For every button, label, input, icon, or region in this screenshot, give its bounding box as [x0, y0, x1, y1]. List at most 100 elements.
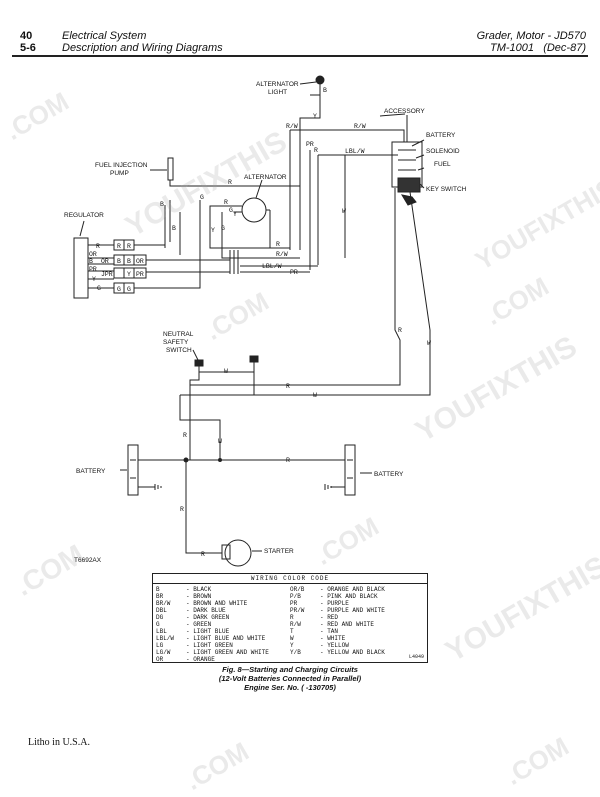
legend-color-name: - ORANGE — [186, 656, 215, 663]
key-switch-leader — [419, 183, 425, 189]
legend-code: PR/W — [290, 607, 305, 614]
manual-date: (Dec-87) — [543, 42, 586, 54]
wire-r-starter — [185, 460, 222, 554]
legend-color-name: - RED AND WHITE — [320, 621, 375, 628]
legend-row: Y/B- YELLOW AND BLACK — [290, 649, 424, 656]
section-subtitle: Description and Wiring Diagrams — [62, 42, 223, 54]
wire-term-g — [134, 262, 201, 289]
legend-color-name: - RED — [320, 614, 339, 621]
wire-label: R — [398, 327, 402, 334]
figure-caption: Fig. 8—Starting and Charging Circuits (1… — [140, 665, 440, 692]
legend-color-name: - GREEN — [186, 621, 212, 628]
wire-label: R — [96, 243, 100, 250]
wire-label: R/W — [276, 251, 288, 258]
legend-color-name: - DARK BLUE — [186, 607, 226, 614]
wire-label: Y — [127, 271, 131, 278]
wire-label: R — [286, 457, 290, 464]
key-switch-symbol — [391, 141, 423, 206]
page-number: 40 — [20, 30, 33, 42]
legend-row: DBL- DARK BLUE — [156, 607, 290, 614]
legend-code: R — [290, 614, 294, 621]
wire-label: Y — [233, 211, 237, 218]
legend-row: P/B- PINK AND BLACK — [290, 593, 424, 600]
legend-row: LBL/W - LIGHT BLUE AND WHITE — [156, 635, 290, 642]
footer-text: Litho in U.S.A. — [28, 737, 90, 748]
wire-label: R/W — [354, 123, 366, 130]
legend-code: OR — [156, 656, 164, 663]
caption-line-2: (12-Volt Batteries Connected in Parallel… — [218, 674, 362, 683]
manual-id: TM-1001 (Dec-87) — [490, 42, 586, 55]
legend-color-name: - BLACK — [186, 586, 212, 593]
legend-row: BR- BROWN — [156, 593, 290, 600]
wire-label: G — [97, 285, 101, 292]
legend-row: Y- YELLOW — [290, 642, 424, 649]
legend-color-name: - LIGHT GREEN AND WHITE — [186, 649, 269, 656]
junction-dot-2 — [218, 458, 222, 462]
label-alternator: ALTERNATOR — [244, 174, 287, 181]
wire-label: W — [224, 368, 228, 375]
legend-color-name: - BROWN AND WHITE — [186, 600, 248, 607]
legend-code: T — [290, 628, 294, 635]
wiring-diagram: ALTERNATOR LIGHT ACCESSORY BATTERY SOLEN… — [64, 75, 467, 567]
wire-label: R — [180, 506, 184, 513]
wire-label: G — [117, 286, 121, 293]
wire-label: W — [218, 438, 222, 445]
wire-label: W — [313, 392, 317, 399]
wire-label: R — [201, 551, 205, 558]
wire-label: Y — [313, 113, 317, 120]
legend-color-name: - ORANGE AND BLACK — [320, 586, 385, 593]
wire-label: LBL/W — [262, 263, 282, 270]
wire-label: OR — [136, 258, 144, 265]
battery-left-symbol — [127, 444, 162, 496]
legend-color-name: - DARK GREEN — [186, 614, 230, 621]
solenoid-leader — [415, 154, 425, 159]
wire-label: R — [224, 199, 228, 206]
label-alternator-light: ALTERNATOR — [256, 81, 299, 88]
legend-row: G- GREEN — [156, 621, 290, 628]
machine-title: Grader, Motor - JD570 — [476, 30, 586, 42]
wire-label: Y — [211, 227, 215, 234]
label-starter: STARTER — [264, 548, 294, 555]
starter-symbol — [221, 539, 252, 567]
legend-code: LG — [156, 642, 164, 649]
section-title: Electrical System — [62, 30, 147, 42]
legend-code: LBL — [156, 628, 167, 635]
label-figure-code: T6692AX — [74, 557, 102, 564]
wire-label: R — [183, 432, 187, 439]
wire-label: G — [200, 194, 204, 201]
label-battery-top: BATTERY — [426, 132, 456, 139]
wire-rw-top — [290, 129, 405, 142]
wire-label: W — [342, 208, 346, 215]
label-regulator: REGULATOR — [64, 212, 104, 219]
manual-number: TM-1001 — [490, 42, 535, 54]
wire-r-fuel — [169, 180, 300, 187]
label-key-switch: KEY SWITCH — [426, 186, 467, 193]
legend-code: BR/W — [156, 600, 171, 607]
legend-code: LG/W — [156, 649, 171, 656]
legend-color-name: - YELLOW — [320, 642, 349, 649]
caption-line-3: Engine Ser. No. ( -130705) — [244, 683, 336, 692]
legend-row: PR - PURPLE — [290, 600, 424, 607]
legend-code: PR — [290, 600, 298, 607]
legend-color-name: - PINK AND BLACK — [320, 593, 378, 600]
legend-code: LBL/W — [156, 635, 175, 642]
legend-color-name: - PURPLE — [320, 600, 349, 607]
alternator-light-symbol — [310, 75, 325, 110]
legend-color-name: - PURPLE AND WHITE — [320, 607, 385, 614]
legend-row: W- WHITE — [290, 635, 424, 642]
legend-color-name: - LIGHT BLUE AND WHITE — [186, 635, 266, 642]
neutral-safety-switch-symbol — [194, 355, 259, 373]
label-accessory: ACCESSORY — [384, 108, 425, 115]
wire-label: JPR — [101, 271, 113, 278]
legend-row: OR - ORANGE — [156, 656, 290, 663]
wire-r-alt — [269, 210, 290, 249]
legend-color-name: - YELLOW AND BLACK — [320, 649, 385, 656]
wire-label: OR — [101, 258, 109, 265]
wire-label: R — [228, 179, 232, 186]
legend-title: WIRING COLOR CODE — [153, 574, 427, 584]
wire-label: B — [172, 225, 176, 232]
legend-row: R/W- RED AND WHITE — [290, 621, 424, 628]
wire-label: Y — [92, 276, 96, 283]
wire-label: PR — [290, 269, 298, 276]
